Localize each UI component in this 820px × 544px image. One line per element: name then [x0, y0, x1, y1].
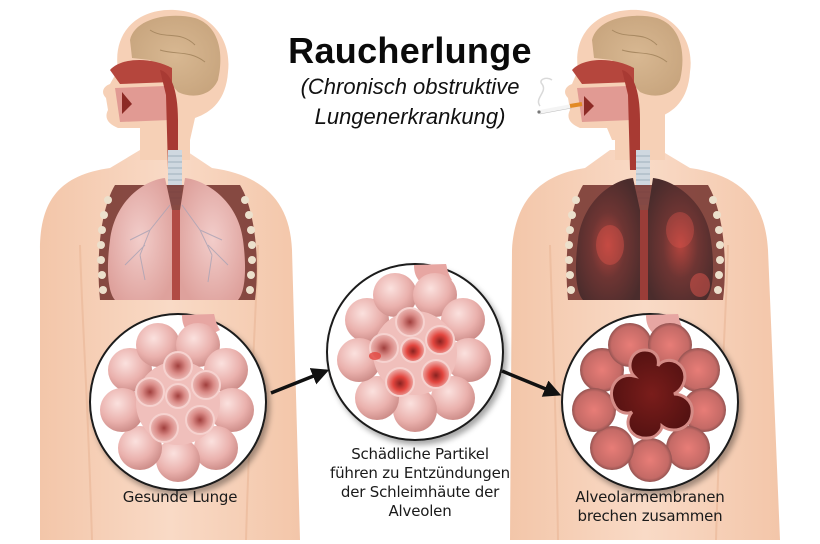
- subtitle-line-2: Lungenerkrankung): [314, 104, 506, 129]
- caption-line: Schädliche Partikel: [351, 445, 489, 463]
- stage-collapsed-circle: [561, 313, 739, 491]
- stage-inflamed-circle: [326, 263, 504, 441]
- smoker-lung-right-lobe: [648, 178, 714, 300]
- caption-line: Gesunde Lunge: [122, 488, 238, 506]
- caption-line: Alveolarmembranen: [575, 488, 725, 506]
- caption-line: führen zu Entzündungen: [330, 464, 510, 482]
- cigarette-icon: [537, 77, 583, 115]
- arrow-inflamed-to-collapsed: [501, 369, 562, 397]
- left-brain: [130, 15, 221, 96]
- healthy-alveoli-cluster: [100, 323, 254, 482]
- caption-collapsed: Alveolarmembranen brechen zusammen: [540, 488, 760, 526]
- left-healthy-lung-left-lobe: [107, 178, 172, 300]
- caption-line: der Schleimhäute der: [340, 483, 500, 501]
- arrow-healthy-to-inflamed: [270, 368, 330, 395]
- smoker-lung-left-lobe: [575, 178, 640, 300]
- caption-line: Alveolen: [388, 502, 452, 520]
- caption-line: brechen zusammen: [577, 507, 723, 525]
- subtitle-line-1: (Chronisch obstruktive: [300, 74, 520, 99]
- caption-inflamed: Schädliche Partikel führen zu Entzündung…: [300, 445, 540, 521]
- stage-healthy-circle: [89, 313, 267, 491]
- collapsed-alveolar-space: [610, 348, 694, 440]
- caption-healthy: Gesunde Lunge: [80, 488, 280, 507]
- left-healthy-lung-right-lobe: [180, 178, 246, 300]
- inflamed-alveoli-cluster: [337, 273, 491, 432]
- right-brain: [592, 15, 683, 96]
- smoke-icon: [537, 77, 553, 107]
- page-title: Raucherlunge: [288, 30, 532, 71]
- collapsed-alveoli-cluster: [572, 323, 726, 482]
